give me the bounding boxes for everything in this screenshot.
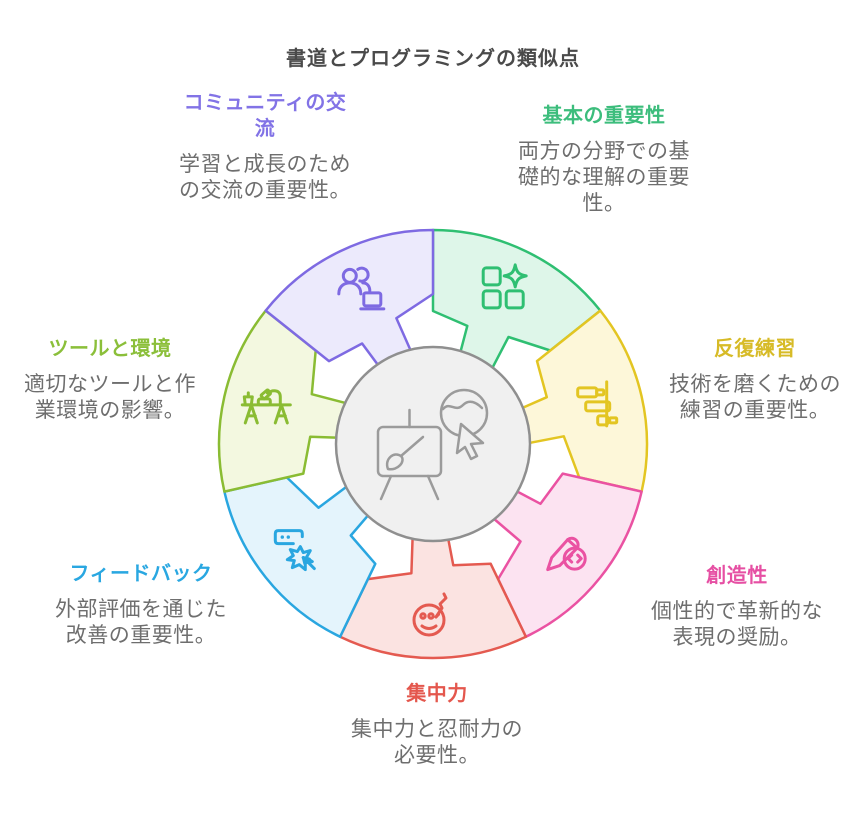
segment-label-basics: 基本の重要性 両方の分野での基礎的な理解の重要性。 — [511, 103, 697, 217]
segment-label-creativity: 創造性 個性的で革新的な表現の奨励。 — [644, 563, 830, 651]
wheel-center — [334, 345, 532, 543]
segment-description: 学習と成長のための交流の重要性。 — [179, 153, 351, 202]
segment-title: 集中力 — [406, 683, 468, 705]
segment-label-community: コミュニティの交流 学習と成長のための交流の重要性。 — [172, 90, 358, 204]
segment-description: 適切なツールと作業環境の影響。 — [24, 373, 196, 422]
segment-title: 基本の重要性 — [542, 105, 666, 127]
segment-title: フィードバック — [69, 563, 213, 585]
segment-label-focus: 集中力 集中力と忍耐力の必要性。 — [344, 681, 530, 769]
segment-title: 反復練習 — [714, 338, 796, 360]
page-title: 書道とプログラミングの類似点 — [286, 48, 580, 70]
segment-description: 個性的で革新的な表現の奨励。 — [651, 600, 823, 649]
wheel-segments — [217, 228, 649, 660]
person-cursor-icon — [439, 388, 489, 461]
segment-description: 外部評価を通じた改善の重要性。 — [55, 598, 227, 647]
wheel-segment-focus — [338, 530, 528, 660]
segment-description: 集中力と忍耐力の必要性。 — [351, 718, 523, 767]
center-circle — [334, 345, 532, 543]
segment-description: 両方の分野での基礎的な理解の重要性。 — [518, 140, 690, 215]
wheel-segment-feedback — [223, 476, 377, 639]
segment-title: コミュニティの交流 — [183, 92, 347, 140]
segment-title: ツールと環境 — [48, 338, 172, 360]
segment-description: 技術を磨くための練習の重要性。 — [669, 373, 841, 422]
segment-title: 創造性 — [706, 565, 768, 587]
segment-label-practice: 反復練習 技術を磨くための練習の重要性。 — [662, 336, 848, 424]
segment-label-tools: ツールと環境 適切なツールと作業環境の影響。 — [17, 336, 203, 424]
easel-brush-icon — [376, 408, 443, 501]
segment-label-feedback: フィードバック 外部評価を通じた改善の重要性。 — [48, 561, 234, 649]
